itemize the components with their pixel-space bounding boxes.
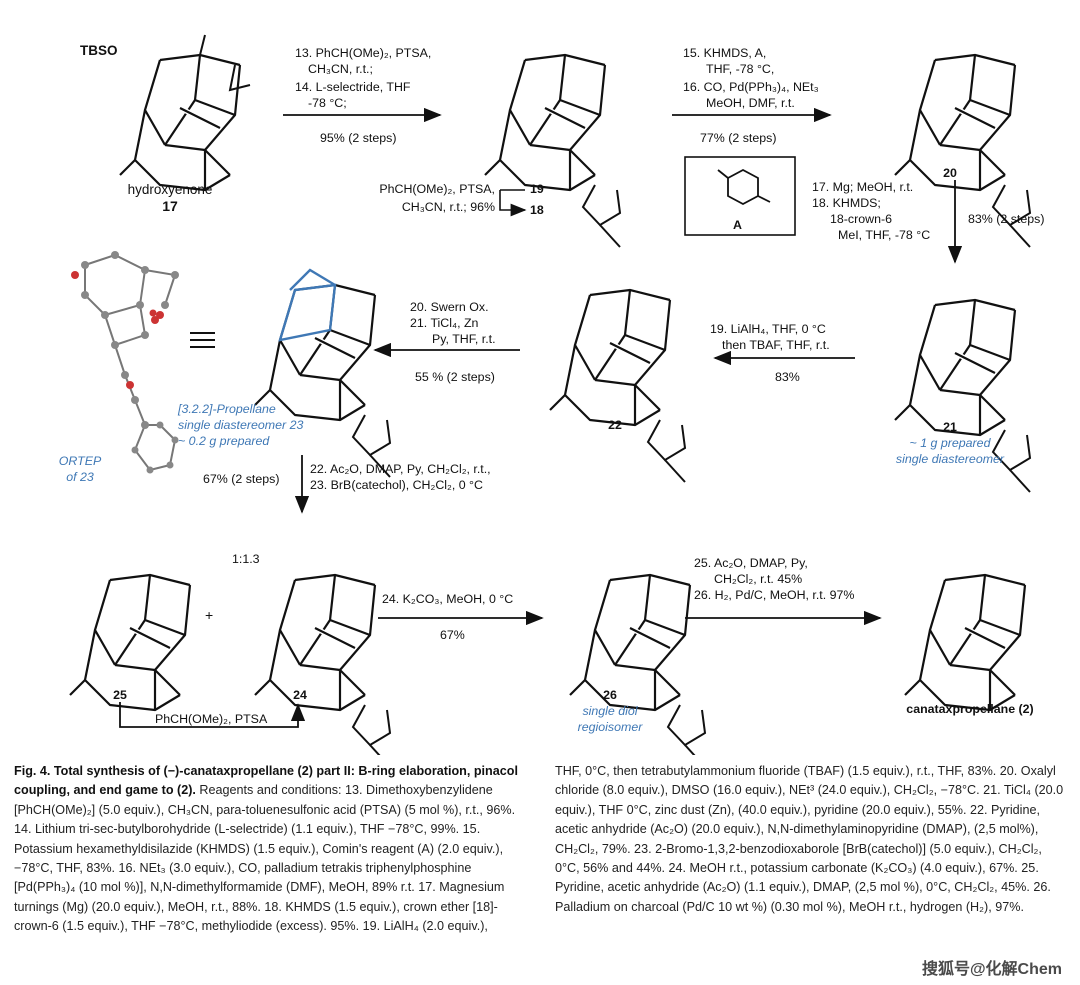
- final-product-name: canataxpropellane (2): [906, 702, 1034, 716]
- reagent-23: 23. BrB(catechol), CH₂Cl₂, 0 °C: [310, 478, 483, 492]
- label-tbso: TBSO: [80, 43, 118, 58]
- structure-23: [255, 268, 391, 478]
- side-label-19: 19: [530, 182, 544, 196]
- structure-22: [550, 290, 686, 483]
- synthesis-scheme: [0, 34, 1031, 755]
- side-reagent-1: PhCH(OMe)₂, PTSA,: [379, 182, 495, 196]
- reagent-a-box: [684, 156, 796, 236]
- reagent-25: 25. Ac₂O, DMAP, Py,: [694, 556, 808, 570]
- reagent-24: 24. K₂CO₃, MeOH, 0 °C: [382, 592, 514, 606]
- yield-22-23: 67% (2 steps): [203, 472, 280, 486]
- ortep-label2: of 23: [66, 470, 94, 484]
- plus-sign: +: [205, 607, 214, 623]
- yield-13-14: 95% (2 steps): [320, 131, 397, 145]
- reagent-14: 14. L-selectride, THF: [295, 80, 411, 94]
- caption-right-column: THF, 0°C, then tetrabutylammonium fluori…: [555, 762, 1070, 917]
- structure-24: [255, 575, 391, 755]
- compound-23-note2: single diastereomer 23: [178, 418, 304, 432]
- caption-left-column: Fig. 4. Total synthesis of (−)-canataxpr…: [14, 762, 534, 937]
- structure-18: [485, 55, 621, 248]
- recycle-reagent: PhCH(OMe)₂, PTSA: [155, 712, 268, 726]
- side-label-18: 18: [530, 203, 544, 217]
- structure-canataxpropellane: [905, 575, 1025, 710]
- caption-left-text: Reagents and conditions: 13. Dimethoxybe…: [14, 783, 516, 934]
- reagent-15: 15. KHMDS, A,: [683, 46, 767, 60]
- reagent-20: 20. Swern Ox.: [410, 300, 489, 314]
- ortep-diagram: [71, 251, 179, 474]
- compound-26-note1: single diol: [582, 704, 638, 718]
- reagent-15b: THF, -78 °C,: [706, 62, 775, 76]
- reagent-14b: -78 °C;: [308, 96, 347, 110]
- compound-23-note3: ~ 0.2 g prepared: [178, 434, 270, 448]
- yield-24: 67%: [440, 628, 465, 642]
- reagent-21: 21. TiCl₄, Zn: [410, 316, 479, 330]
- compound-23-note1: [3.2.2]-Propellane: [178, 402, 276, 416]
- compound-26-note2: regioisomer: [577, 720, 643, 734]
- reagent-19b: then TBAF, THF, r.t.: [722, 338, 830, 352]
- caption-title: Fig. 4. Total synthesis of (−)-canataxpr…: [14, 764, 518, 798]
- compound-21-note: ~ 1 g prepared: [909, 436, 991, 450]
- compound-21-note2: single diastereomer: [895, 452, 1005, 466]
- watermark: 搜狐号@化解Chem: [921, 961, 1062, 978]
- reagent-a-label: A: [733, 218, 742, 232]
- reagent-18: 18. KHMDS;: [812, 196, 881, 210]
- compound-17-name: hydroxyenone: [127, 182, 213, 197]
- reagent-13b: CH₃CN, r.t.;: [308, 62, 373, 76]
- reagent-21b: Py, THF, r.t.: [432, 332, 496, 346]
- caption-right-text: THF, 0°C, then tetrabutylammonium fluori…: [555, 764, 1064, 914]
- yield-19: 83%: [775, 370, 800, 384]
- compound-20-number: 20: [943, 166, 957, 180]
- compound-22-number: 22: [608, 418, 622, 432]
- reagent-18b: 18-crown-6: [830, 212, 892, 226]
- reagent-19: 19. LiAlH₄, THF, 0 °C: [710, 322, 826, 336]
- reagent-26: 26. H₂, Pd/C, MeOH, r.t. 97%: [694, 588, 855, 602]
- compound-21-number: 21: [943, 420, 957, 434]
- yield-20-21: 55 % (2 steps): [415, 370, 495, 384]
- yield-17-18: 83% (2 steps): [968, 212, 1045, 226]
- reagent-16: 16. CO, Pd(PPh₃)₄, NEt₃: [683, 80, 819, 94]
- reagent-25b: CH₂Cl₂, r.t. 45%: [714, 572, 803, 586]
- ortep-label: ORTEP: [58, 454, 102, 468]
- reagent-16b: MeOH, DMF, r.t.: [706, 96, 795, 110]
- reagent-13: 13. PhCH(OMe)₂, PTSA,: [295, 46, 432, 60]
- reagent-22: 22. Ac₂O, DMAP, Py, CH₂Cl₂, r.t.,: [310, 462, 491, 476]
- ratio-label: 1:1.3: [232, 552, 260, 566]
- figure-caption: Fig. 4. Total synthesis of (−)-canataxpr…: [14, 762, 1066, 977]
- side-reagent-1b: CH₃CN, r.t.; 96%: [401, 200, 495, 214]
- yield-15-16: 77% (2 steps): [700, 131, 777, 145]
- compound-25-number: 25: [113, 688, 127, 702]
- reagent-17: 17. Mg; MeOH, r.t.: [812, 180, 914, 194]
- compound-17-number: 17: [162, 198, 178, 214]
- compound-24-number: 24: [293, 688, 307, 702]
- reagent-18c: MeI, THF, -78 °C: [838, 228, 931, 242]
- compound-26-number: 26: [603, 688, 617, 702]
- structure-17: [120, 34, 251, 190]
